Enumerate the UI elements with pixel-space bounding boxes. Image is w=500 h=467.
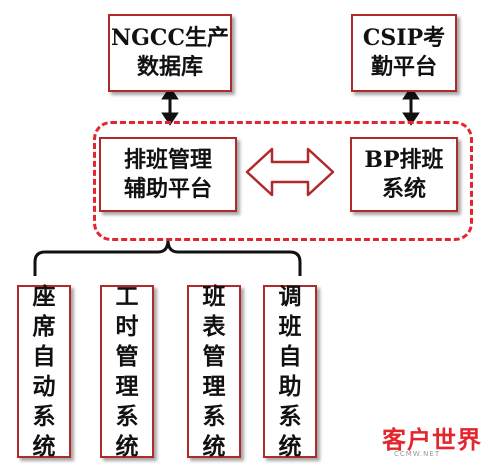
shift-table-system-node: 班 表 管 理 系 统 <box>187 283 241 460</box>
csip-attendance-node: CSIP考 勤平台 <box>351 14 457 92</box>
subsystem-brace <box>33 239 302 276</box>
seat-auto-node-label: 座 席 自 动 系 统 <box>32 282 56 460</box>
bp-node-label: BP排班 系统 <box>364 146 444 202</box>
scheduling-group-dashed-frame <box>93 121 473 241</box>
shift-table-node-label: 班 表 管 理 系 统 <box>202 282 226 460</box>
work-hours-system-node: 工 时 管 理 系 统 <box>100 283 154 460</box>
bp-scheduling-system-node: BP排班 系统 <box>350 137 458 212</box>
brand-watermark-site: CCMW.NET <box>394 450 441 458</box>
csip-node-label: CSIP考 勤平台 <box>362 25 446 80</box>
shift-swap-system-node: 调 班 自 助 系 统 <box>263 283 317 460</box>
scheduling-aid-node-label: 排班管理 辅助平台 <box>123 146 212 202</box>
ngcc-to-aid-double-arrow <box>161 86 179 126</box>
shift-swap-node-label: 调 班 自 助 系 统 <box>278 282 302 460</box>
work-hours-node-label: 工 时 管 理 系 统 <box>115 282 139 460</box>
seat-auto-system-node: 座 席 自 动 系 统 <box>17 283 71 460</box>
aid-bp-double-arrow <box>245 147 335 197</box>
ngcc-node-label: NGCC生产 数据库 <box>111 25 229 80</box>
brand-watermark: 客户世界 <box>382 426 482 454</box>
scheduling-aid-platform-node: 排班管理 辅助平台 <box>99 137 237 212</box>
csip-to-bp-double-arrow <box>402 86 420 126</box>
ngcc-production-db-node: NGCC生产 数据库 <box>108 14 232 92</box>
